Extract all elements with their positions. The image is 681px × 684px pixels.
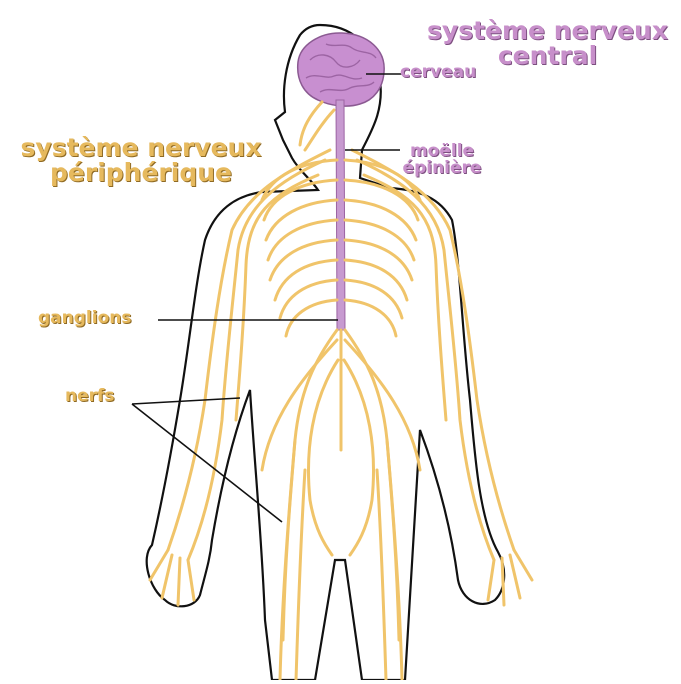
label-moelle-epiniere: moëlle épinière xyxy=(392,143,492,177)
label-nerfs: nerfs xyxy=(65,388,115,405)
label-moelle-line-2: épinière xyxy=(392,160,492,177)
peripheral-nervous-system-title: système nerveux périphérique xyxy=(10,135,272,185)
central-nervous-system-title: système nerveux central xyxy=(420,18,675,68)
label-cerveau: cerveau xyxy=(400,64,476,81)
pns-title-line-1: système nerveux xyxy=(10,135,272,160)
brain-shape xyxy=(298,33,384,106)
cns-title-line-1: système nerveux xyxy=(420,18,675,43)
label-ganglions: ganglions xyxy=(38,310,131,327)
pns-title-line-2: périphérique xyxy=(10,160,272,185)
spinal-cord xyxy=(336,100,345,330)
